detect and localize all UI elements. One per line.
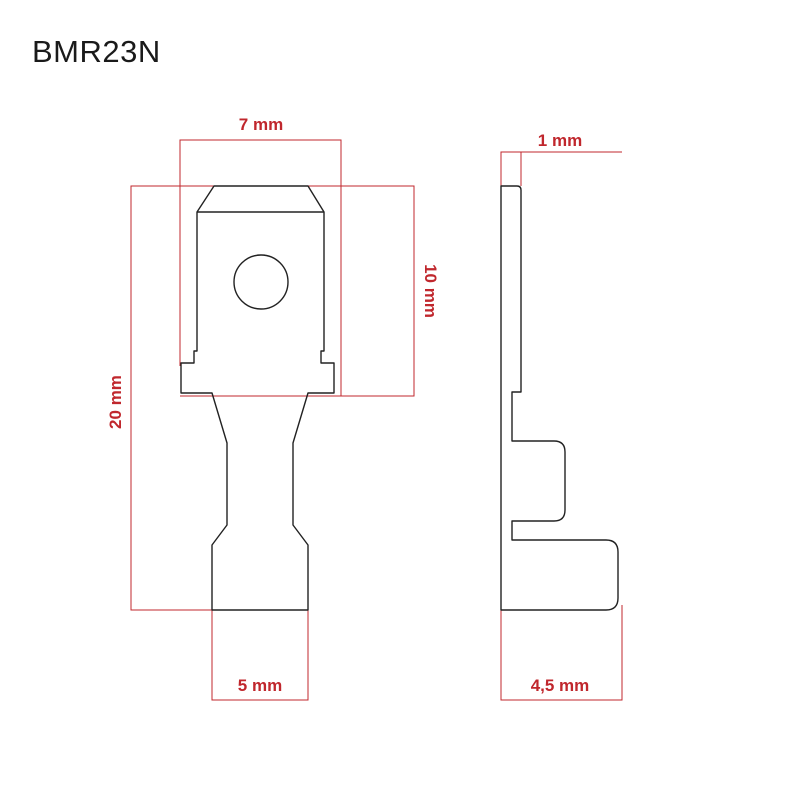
- terminal-side-view: [500, 185, 619, 611]
- label-thickness: 1 mm: [538, 131, 582, 150]
- label-top-width: 7 mm: [239, 115, 283, 134]
- terminal-front-view: [180, 185, 335, 611]
- dim-line-upper-height: [180, 185, 415, 397]
- dim-line-side-width: [500, 605, 623, 701]
- label-bottom-width: 5 mm: [238, 676, 282, 695]
- label-side-width: 4,5 mm: [531, 676, 590, 695]
- dim-line-bottom-width: [211, 610, 309, 701]
- terminal-hole: [233, 254, 289, 310]
- dim-line-top-width: [179, 139, 342, 396]
- label-total-height: 20 mm: [106, 375, 125, 429]
- dim-line-thickness: [500, 151, 622, 186]
- dim-line-total-height: [130, 185, 212, 611]
- page-title: BMR23N: [32, 34, 161, 69]
- label-upper-height: 10 mm: [421, 264, 440, 318]
